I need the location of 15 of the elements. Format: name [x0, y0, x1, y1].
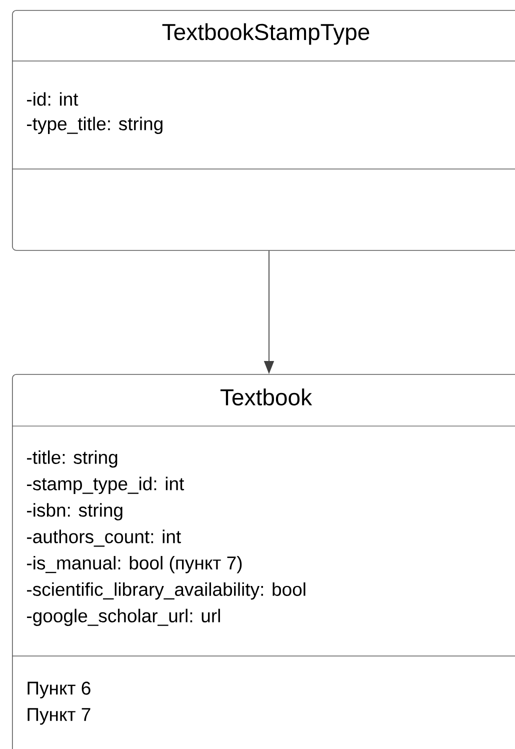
attribute-text: -type_title: string	[27, 116, 162, 134]
attribute-text: -google_scholar_url: url	[27, 608, 220, 626]
attribute-text: -is_manual: bool (пункт 7)	[27, 556, 242, 574]
method-text: Пункт 6	[28, 682, 90, 698]
attribute-text: -scientific_library_availability: bool	[27, 582, 306, 600]
attribute-text: -authors_count: int	[27, 530, 181, 547]
attribute-text: -isbn: string	[27, 503, 122, 520]
class-box	[12, 10, 515, 251]
class-name: Textbook	[220, 388, 312, 406]
attribute-text: -id: int	[27, 92, 78, 106]
attribute-text: -stamp_type_id: int	[27, 476, 184, 494]
class-box	[12, 374, 515, 749]
attribute-text: -title: string	[27, 450, 118, 468]
method-text: Пункт 7	[28, 708, 90, 725]
class-name: TextbookStampType	[162, 23, 370, 45]
